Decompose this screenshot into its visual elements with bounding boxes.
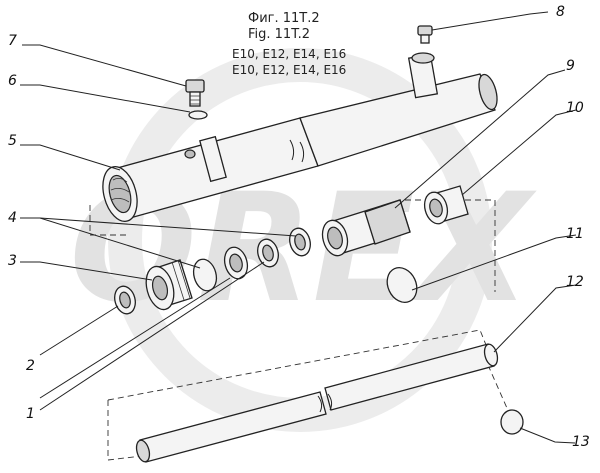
part-13-o-ring (500, 409, 524, 435)
callout-2: 2 (26, 358, 35, 374)
models-line-1: E10, E12, E14, E16 (232, 47, 346, 61)
part-5-cylinder-barrel (102, 52, 498, 223)
callout-12: 12 (566, 274, 584, 290)
part-10-ring (423, 185, 469, 225)
callout-1: 1 (26, 406, 35, 422)
callout-5: 5 (8, 133, 17, 149)
part-7-plug-screw (185, 79, 205, 107)
axis-rod-left (107, 400, 151, 461)
part-9-piston (321, 199, 411, 257)
part-6-washer (188, 110, 208, 120)
callout-7: 7 (8, 33, 17, 49)
callout-10: 10 (566, 100, 584, 116)
part-3-gland-nut (145, 259, 193, 311)
callout-4: 4 (8, 210, 17, 226)
leader-lines (20, 11, 577, 444)
axis-rod-right (487, 364, 511, 416)
part-12-piston-rod (135, 343, 499, 463)
callout-6: 6 (8, 73, 17, 89)
axis-barrel-left (89, 205, 128, 236)
part-4-seal-rings (192, 227, 311, 292)
callout-13: 13 (572, 434, 590, 450)
rod-break-marks (317, 393, 333, 413)
part-11-o-ring (386, 266, 418, 304)
figure-title-ru: Фиг. 11Т.2 (248, 11, 320, 26)
part-2-seal-ring (114, 285, 136, 315)
callout-11: 11 (566, 226, 584, 242)
break-marks (289, 139, 305, 163)
callout-9: 9 (566, 58, 575, 74)
figure-title-en: Fig. 11T.2 (248, 27, 310, 42)
callout-3: 3 (8, 253, 17, 269)
callout-8: 8 (556, 4, 565, 20)
part-8-breather-plug (417, 25, 433, 44)
callout-labels: 7 6 5 4 3 2 1 8 9 10 11 12 13 (8, 4, 590, 450)
models-line-2: E10, E12, E14, E16 (232, 63, 346, 77)
